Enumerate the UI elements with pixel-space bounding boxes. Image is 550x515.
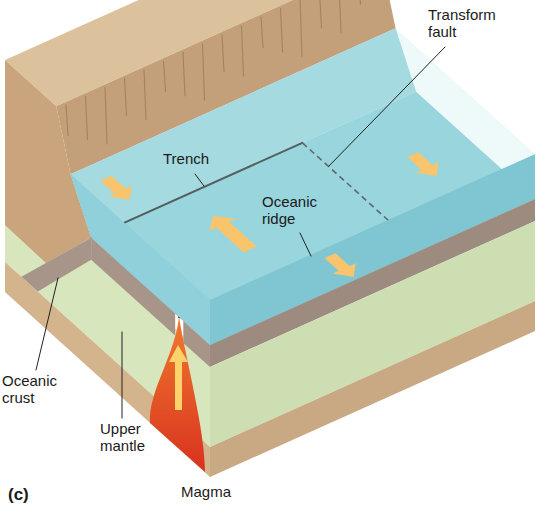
cliff-streak [203,44,205,101]
leader-line [36,278,58,370]
plate-motion-arrow [407,152,438,176]
cliff-streak [125,79,127,116]
cliff-streak [320,0,322,28]
cliff-streak [86,96,88,139]
callout-label: Oceanic ridge [262,193,347,228]
callout-label: Upper mantle [100,420,160,455]
magma-plume [150,317,205,472]
callout-label: Trench [163,150,209,167]
continental-block [5,60,91,263]
callout-label: Magma [181,483,231,500]
cliff-streak [222,35,224,72]
cliff-streak [261,17,263,47]
figure-letter: (c) [8,485,29,505]
plate-motion-arrow [209,216,256,252]
cliff-streak [164,61,166,91]
callout-label: Oceanic crust [2,372,72,407]
leader-line [122,332,123,418]
leader-line [300,233,311,256]
cliff-streak [339,0,341,32]
cliff-streak [300,0,302,56]
plate-motion-arrow [100,176,131,200]
lower-layer [210,301,535,477]
magma-arrow [169,345,188,410]
cliff-streak [144,70,146,120]
callout-label: Transform fault [428,6,523,41]
cliff-streak [105,87,107,144]
cliff-streak [66,105,68,135]
cliff-streak [281,9,283,53]
plate-motion-arrow [325,253,356,277]
cliff-streak [183,52,185,96]
sea-surface [71,28,535,300]
leader-line [195,174,204,186]
leader-line [329,47,445,166]
cliff-streak [359,0,361,4]
cliff-streak [242,26,244,76]
